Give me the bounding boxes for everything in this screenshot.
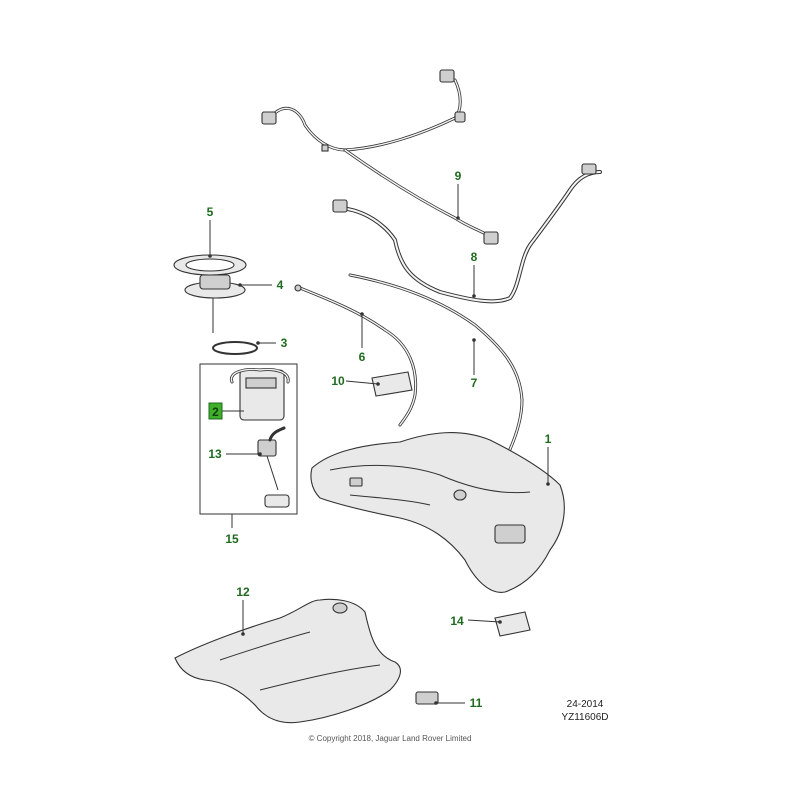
callout-13: 13 xyxy=(208,447,222,461)
pad-part-10 xyxy=(371,371,413,397)
locking-ring-part-5 xyxy=(173,254,247,276)
heat-shield-part-12 xyxy=(174,598,401,724)
pump-module-group-box xyxy=(199,363,298,515)
callout-4: 4 xyxy=(277,278,284,292)
vent-pipe-part-8 xyxy=(332,163,602,304)
callout-9: 9 xyxy=(455,169,462,183)
callout-2: 2 xyxy=(212,405,219,419)
seal-part-3 xyxy=(212,341,258,355)
callout-5: 5 xyxy=(207,205,214,219)
callout-8: 8 xyxy=(471,250,478,264)
callout-numbers: 1 2 3 4 5 6 7 8 9 10 11 12 13 14 15 xyxy=(207,169,552,710)
callout-11: 11 xyxy=(470,696,483,710)
fuel-pump-module-part-2 xyxy=(229,368,290,421)
leader-lines xyxy=(208,184,550,705)
fuel-line-part-7 xyxy=(348,273,524,462)
fuel-tank-part-1 xyxy=(310,432,565,593)
callout-7: 7 xyxy=(471,376,478,390)
copyright-notice: © Copyright 2018, Jaguar Land Rover Limi… xyxy=(309,734,472,743)
clip-part-11 xyxy=(415,691,439,705)
fuel-level-sender-part-13 xyxy=(257,426,290,508)
callout-6: 6 xyxy=(359,350,366,364)
fuel-line-part-6 xyxy=(294,284,418,427)
callout-3: 3 xyxy=(281,336,288,350)
callout-15: 15 xyxy=(225,532,239,546)
callout-14: 14 xyxy=(450,614,464,628)
wiring-harness-part-9 xyxy=(261,69,499,245)
fuel-pump-flange-part-4 xyxy=(184,274,246,333)
callout-1: 1 xyxy=(545,432,552,446)
pad-part-14 xyxy=(494,611,531,637)
callout-2-highlight xyxy=(208,402,223,420)
drawing-code: YZ11606D xyxy=(561,712,608,723)
callout-10: 10 xyxy=(331,374,345,388)
date-code: 24-2014 xyxy=(567,699,604,710)
callout-12: 12 xyxy=(236,585,250,599)
